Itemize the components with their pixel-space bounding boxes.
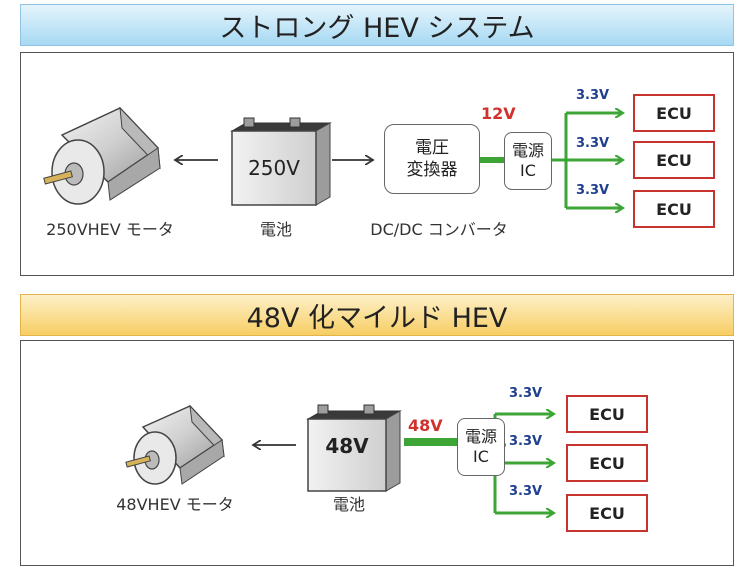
ecu-box-bottom-3: ECU [566, 494, 648, 532]
output-voltage-top-2: 3.3V [576, 136, 610, 151]
power-ic-line2: IC [520, 161, 536, 180]
motor-icon-250v [43, 106, 161, 205]
output-voltage-top-3: 3.3V [576, 183, 610, 198]
ecu-box-top-2: ECU [633, 141, 715, 179]
power-ic-line2-bottom: IC [473, 447, 489, 466]
dcdc-converter-box: 電圧 変換器 [384, 124, 480, 194]
mild-hev-title: 48V 化マイルド HEV [20, 294, 734, 336]
motor-label-48v: 48VHEV モータ [116, 495, 234, 514]
power-ic-line1: 電源 [511, 141, 544, 160]
battery-icon-250v [230, 117, 332, 206]
output-voltage-bottom-3: 3.3V [509, 484, 543, 499]
converter-line2: 変換器 [406, 160, 458, 180]
bus-voltage-48v: 48V [408, 416, 443, 435]
battery-voltage-48v: 48V [325, 434, 369, 458]
output-voltage-top-1: 3.3V [576, 88, 610, 103]
motor-icon-48v [125, 404, 225, 485]
battery-label-48v: 電池 [332, 495, 365, 514]
motor-label-250v: 250VHEV モータ [46, 220, 174, 239]
ecu-box-top-1: ECU [633, 94, 715, 132]
power-ic-box-bottom: 電源 IC [457, 418, 505, 476]
ecu-box-bottom-2: ECU [566, 444, 648, 482]
ecu-box-top-3: ECU [633, 190, 715, 228]
mild-hev-panel [20, 340, 734, 566]
power-ic-line1-bottom: 電源 [464, 427, 497, 446]
strong-hev-title: ストロング HEV システム [20, 4, 734, 46]
output-voltage-bottom-1: 3.3V [509, 386, 543, 401]
converter-label: DC/DC コンバータ [370, 220, 508, 239]
bus-voltage-12v: 12V [481, 104, 516, 123]
battery-label-250v: 電池 [259, 220, 292, 239]
battery-voltage-250v: 250V [248, 156, 300, 180]
output-voltage-bottom-2: 3.3V [509, 434, 543, 449]
ecu-box-bottom-1: ECU [566, 395, 648, 433]
battery-icon-48v [306, 404, 402, 492]
strong-hev-panel [20, 52, 734, 276]
power-ic-box-top: 電源 IC [504, 132, 552, 190]
converter-line1: 電圧 [415, 138, 449, 158]
